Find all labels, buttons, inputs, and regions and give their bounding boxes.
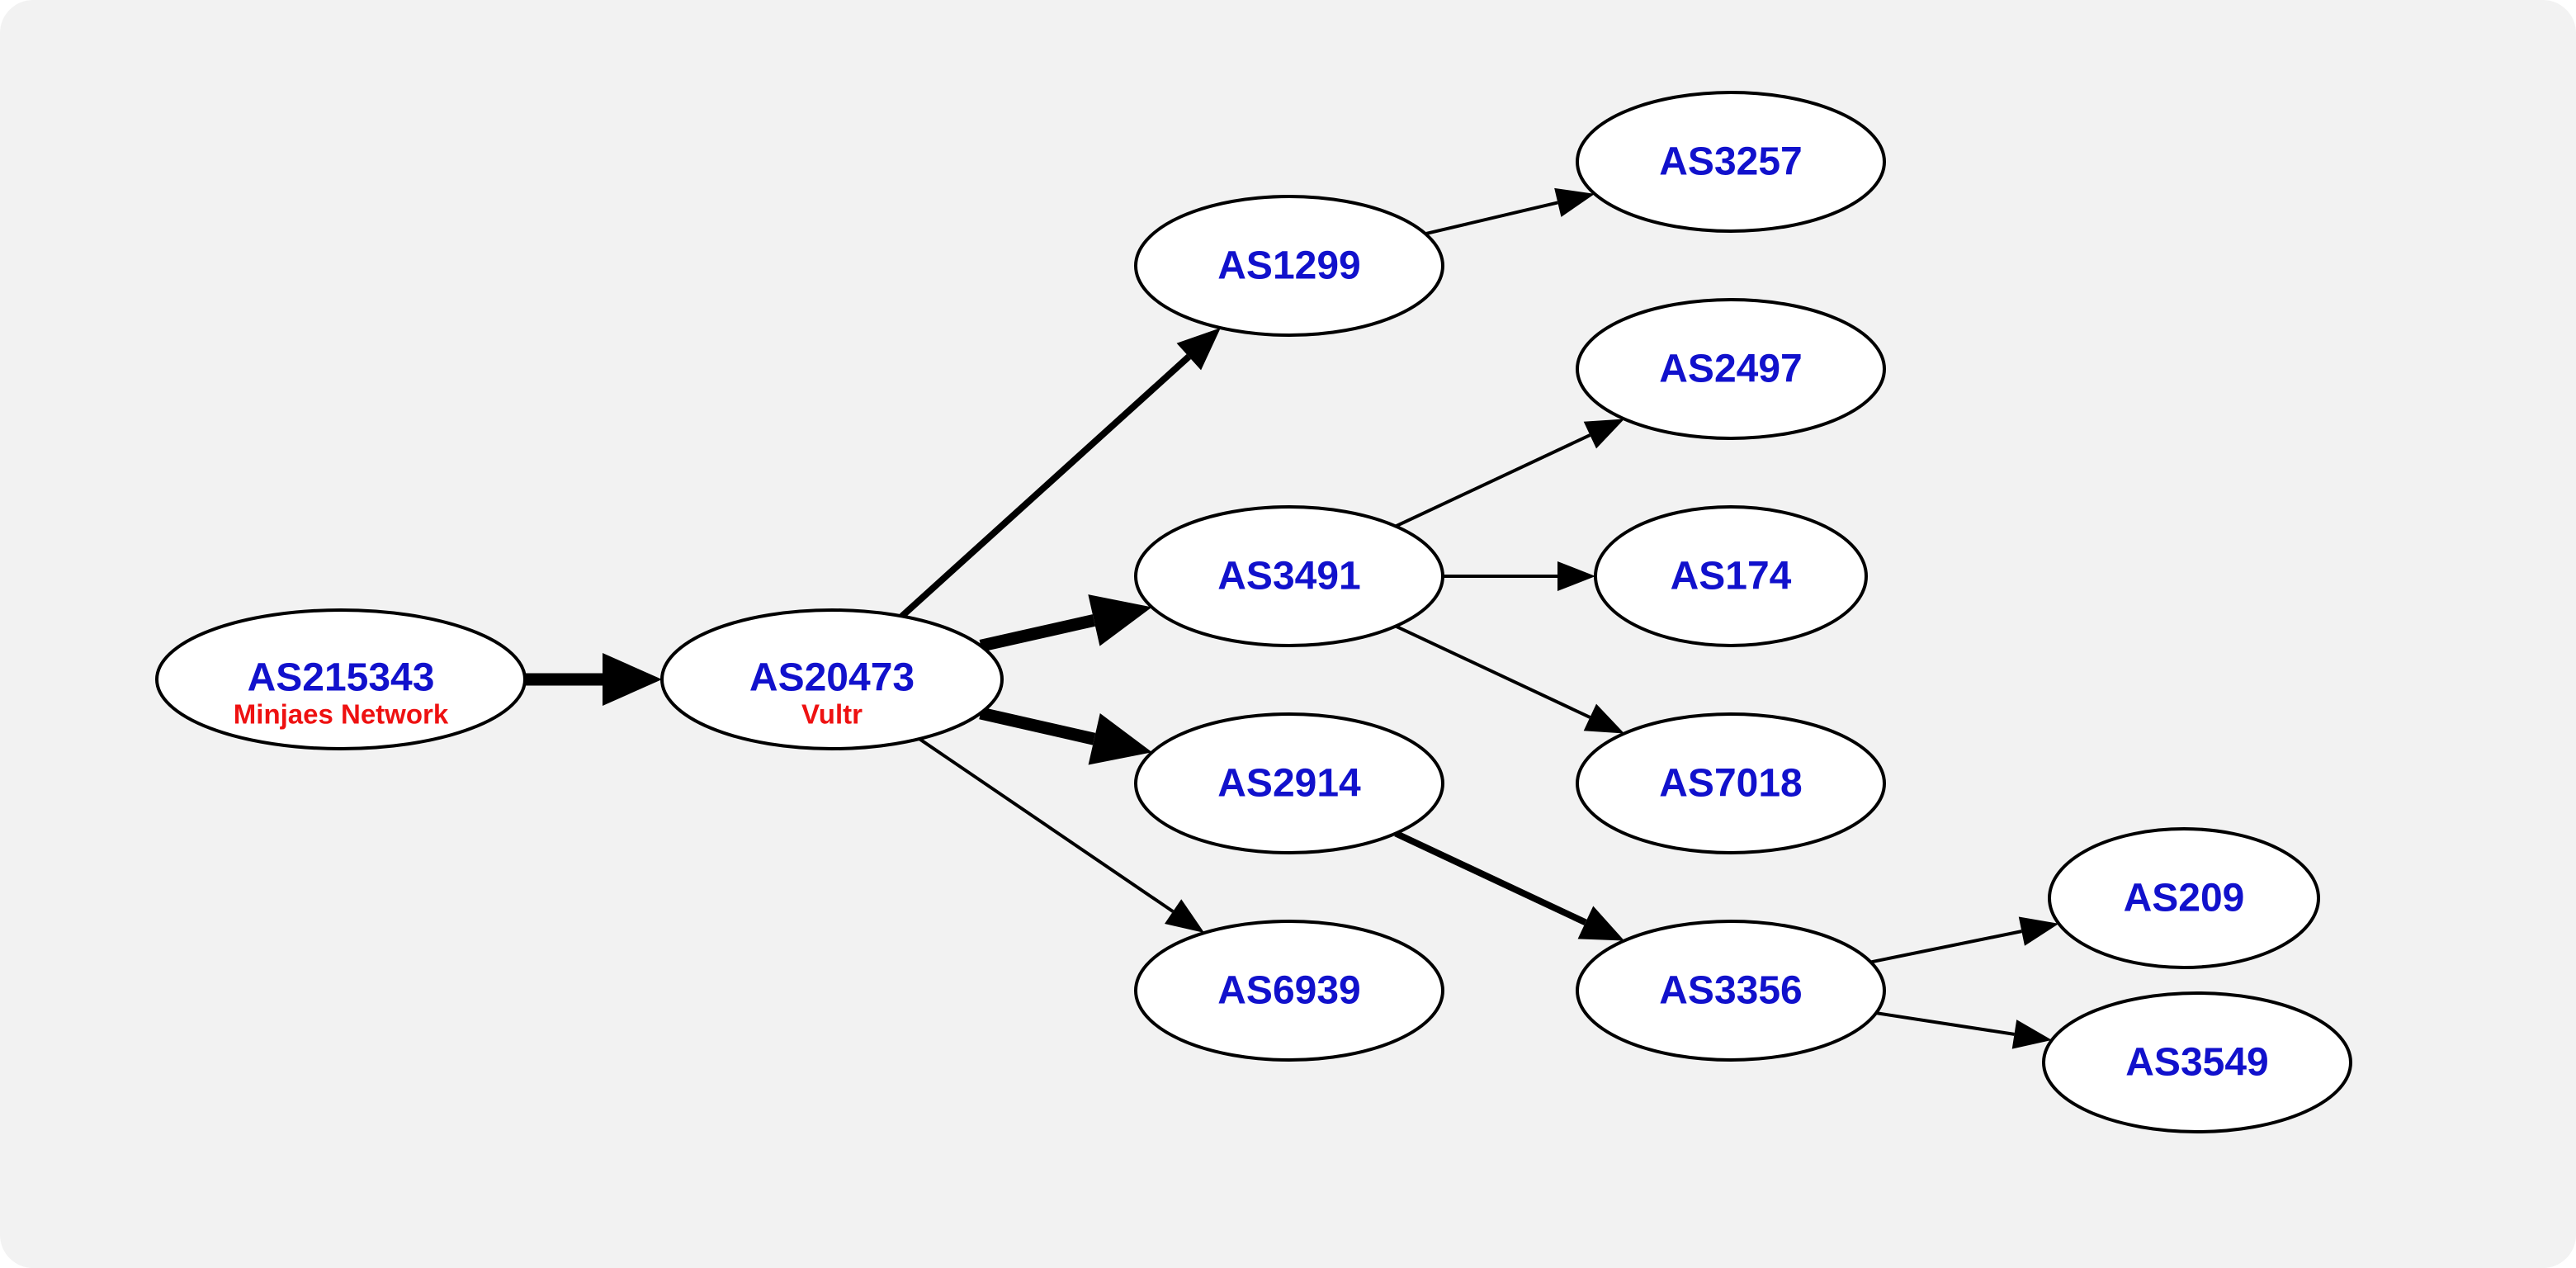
edge-AS3491-AS7018	[1395, 624, 1625, 734]
arrowhead	[1554, 187, 1595, 217]
edge-line	[918, 737, 1175, 913]
node-label: AS7018	[1659, 762, 1802, 806]
node-AS2497[interactable]: AS2497	[1576, 298, 1886, 440]
edge-AS20473-AS3491	[979, 594, 1152, 652]
edge-AS1299-AS3257	[1425, 187, 1595, 236]
edge-line	[1394, 830, 1587, 926]
node-label: AS20473	[749, 656, 915, 700]
node-label: AS3356	[1659, 969, 1802, 1013]
node-ellipse	[1134, 505, 1444, 647]
node-label: AS209	[2124, 877, 2245, 920]
arrowhead	[2018, 916, 2059, 946]
node-label: AS3549	[2125, 1041, 2268, 1085]
node-AS3257[interactable]: AS3257	[1576, 91, 1886, 233]
edge-AS3491-AS2497	[1395, 419, 1625, 528]
arrowhead	[1176, 328, 1221, 371]
node-AS2914[interactable]: AS2914	[1134, 712, 1444, 854]
edge-AS3356-AS3549	[1875, 1011, 2052, 1049]
arrowhead	[1088, 594, 1152, 646]
edge-AS20473-AS2914	[979, 707, 1152, 765]
node-sublabel: Minjaes Network	[234, 699, 449, 730]
node-ellipse	[2042, 991, 2352, 1133]
edge-AS20473-AS6939	[918, 737, 1205, 934]
node-ellipse	[1134, 712, 1444, 854]
node-ellipse	[1576, 920, 1886, 1062]
node-ellipse	[1134, 195, 1444, 337]
node-AS174[interactable]: AS174	[1594, 505, 1868, 647]
node-label: AS3491	[1217, 555, 1360, 599]
arrowhead	[603, 653, 662, 706]
edge-AS2914-AS3356	[1394, 830, 1625, 941]
edge-line	[1870, 930, 2022, 964]
node-ellipse	[1134, 920, 1444, 1062]
node-label: AS215343	[248, 656, 435, 700]
node-label: AS1299	[1217, 244, 1360, 288]
edge-line	[899, 354, 1192, 619]
node-label: AS3257	[1659, 140, 1802, 184]
edge-AS215343-AS20473	[525, 653, 662, 706]
arrowhead	[1583, 703, 1625, 734]
arrowhead	[2011, 1020, 2052, 1049]
node-label: AS2497	[1659, 348, 1802, 391]
node-AS3356[interactable]: AS3356	[1576, 920, 1886, 1062]
edge-line	[979, 707, 1096, 745]
edge-line	[1425, 201, 1558, 236]
edge-line	[979, 614, 1096, 652]
edge-AS3491-AS174	[1443, 561, 1595, 591]
node-ellipse	[1576, 91, 1886, 233]
node-AS7018[interactable]: AS7018	[1576, 712, 1886, 854]
edges-layer	[525, 187, 2059, 1049]
edge-line	[1395, 624, 1591, 719]
node-label: AS2914	[1217, 762, 1361, 806]
node-AS3549[interactable]: AS3549	[2042, 991, 2352, 1133]
edge-line	[1875, 1011, 2015, 1036]
node-ellipse	[660, 608, 1004, 750]
edge-line	[1395, 433, 1591, 528]
node-sublabel: Vultr	[801, 699, 863, 730]
arrowhead	[1583, 419, 1625, 449]
node-AS1299[interactable]: AS1299	[1134, 195, 1444, 337]
arrowhead	[1557, 561, 1595, 591]
node-label: AS174	[1671, 555, 1792, 599]
node-ellipse	[1594, 505, 1868, 647]
node-ellipse	[155, 608, 527, 750]
arrowhead	[1088, 713, 1152, 765]
node-AS6939[interactable]: AS6939	[1134, 920, 1444, 1062]
node-AS209[interactable]: AS209	[2048, 827, 2320, 969]
edge-AS20473-AS1299	[899, 328, 1221, 619]
arrowhead	[1164, 899, 1205, 934]
node-ellipse	[1576, 298, 1886, 440]
node-ellipse	[1576, 712, 1886, 854]
node-label: AS6939	[1217, 969, 1360, 1013]
arrowhead	[1577, 906, 1625, 941]
node-ellipse	[2048, 827, 2320, 969]
edge-AS3356-AS209	[1870, 916, 2059, 964]
node-AS3491[interactable]: AS3491	[1134, 505, 1444, 647]
